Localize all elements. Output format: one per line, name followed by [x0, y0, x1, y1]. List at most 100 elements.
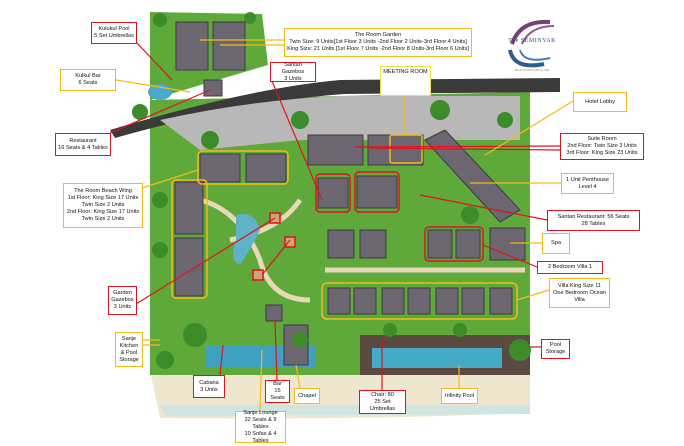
label-line: & Pool [120, 349, 138, 356]
label-line: Santan Restaurant: 56 Seats [557, 213, 630, 220]
beach-wing-building-3 [174, 181, 204, 235]
label-line: Villa [574, 296, 585, 303]
bedroom-villa-2 [455, 229, 481, 259]
label-line: The Room Beach Wing [74, 188, 132, 194]
road [110, 78, 560, 138]
label-line: Chapel [298, 392, 316, 399]
label-line: 16 Seats & 4 Tables [58, 144, 108, 151]
label-line: 3 Units [200, 386, 218, 393]
driveway [160, 96, 520, 150]
label-line: Restaurant [69, 137, 97, 144]
kulkul-pool [148, 84, 172, 100]
label-line: Kulukul Pool [98, 26, 130, 32]
label-line: MEETING ROOM [383, 69, 428, 75]
label-line: 28 Tables [581, 220, 606, 227]
label-line: Villa King Size 11 [557, 282, 601, 289]
label-line: Santan Gazebos [281, 61, 305, 75]
label-hotel-lobby: Hotel Lobby [573, 92, 627, 112]
villa-a [327, 229, 355, 259]
label-line: 3 Units [113, 304, 132, 310]
beach-wing-building-1 [199, 153, 241, 183]
label-line: Suite Room [587, 136, 617, 142]
label-line: Gazebos [111, 297, 134, 303]
trees [132, 12, 531, 369]
infinity-pool [372, 348, 502, 368]
label-line: One Bedroom Ocean [553, 289, 606, 296]
label-line: Spa [551, 240, 561, 246]
label-line: Sanje [121, 335, 137, 342]
spa-building [489, 227, 526, 261]
red-leader-lines [109, 41, 561, 390]
label-line: Infinity Pool [445, 392, 474, 399]
label-chapel: Chapel [294, 388, 320, 404]
ocean-villas [327, 287, 513, 315]
label-line: Garden [113, 290, 132, 296]
label-line: 32 Seats & 9 Tables [244, 416, 277, 430]
yellow-leader-lines [115, 39, 574, 412]
label-line: Pool [549, 342, 562, 348]
garden-pond [232, 214, 260, 265]
label-line: Level 4 [578, 183, 597, 190]
label-line: Storage [119, 356, 139, 363]
label-infinity-pool: Infinity Pool [441, 388, 478, 404]
label-line: Kitchen [119, 342, 139, 349]
villa-b [359, 229, 387, 259]
suite-building-1 [307, 134, 364, 166]
bedroom-villa-1 [427, 229, 453, 259]
restaurant-building [203, 79, 223, 97]
suite-building-2 [367, 134, 424, 166]
label-line: 3rd Floor: King Size 23 Units [566, 150, 638, 156]
label-meeting-room: MEETING ROOM [380, 66, 431, 96]
label-line: 15 Seats [270, 388, 285, 401]
label-line: Chair: 80 [371, 391, 394, 398]
label-line: 2 Bedroom Villa 1 [547, 264, 593, 270]
label-line: Bar [273, 381, 282, 387]
label-line: 3 Units [284, 75, 302, 82]
brand-name: The SEMINYAK [508, 38, 556, 44]
label-line: 5 Set Umbrellas [94, 33, 134, 39]
label-line: 2nd Floor: Twin Size 3 Units [567, 143, 637, 149]
label-line: Sanje Lounge [243, 409, 278, 416]
label-line: Kulkul Bar [75, 73, 101, 79]
santan-restaurant-building [356, 175, 398, 209]
label-bedroom-villa: 2 Bedroom Villa 1 [537, 261, 603, 274]
label-line: 25 Set Umbrellas [369, 398, 396, 412]
label-line: Hotel Lobby [585, 98, 615, 105]
room-garden-building-1 [175, 21, 209, 71]
beach-wing-building-4 [174, 237, 204, 297]
label-line: Twin Size: 9 Units[1st Floor 3 Units -2n… [289, 39, 467, 45]
penthouse-building [424, 129, 521, 223]
label-line: The Room Garden [354, 32, 402, 38]
label-line: Twin Size 2 Units [81, 202, 125, 208]
label-spa: Spa [542, 233, 570, 254]
label-line: Storage [545, 349, 566, 355]
label-line: 1 Unit Penthouse [566, 176, 609, 183]
brand-logo [508, 19, 555, 68]
label-line: 1st Floor: King Size 17 Units [67, 195, 139, 201]
label-line: 6 Seats [78, 80, 98, 86]
santan-gazebo-building [317, 177, 349, 209]
label-line: 10 Sofas & 4 Tables [244, 430, 277, 444]
brand-tagline: BEACH RESORT & SPA [514, 68, 550, 72]
label-line: Cabana [199, 379, 219, 386]
label-line: Twin Size 2 Units [81, 216, 125, 222]
beach-wing-building-2 [245, 153, 287, 183]
